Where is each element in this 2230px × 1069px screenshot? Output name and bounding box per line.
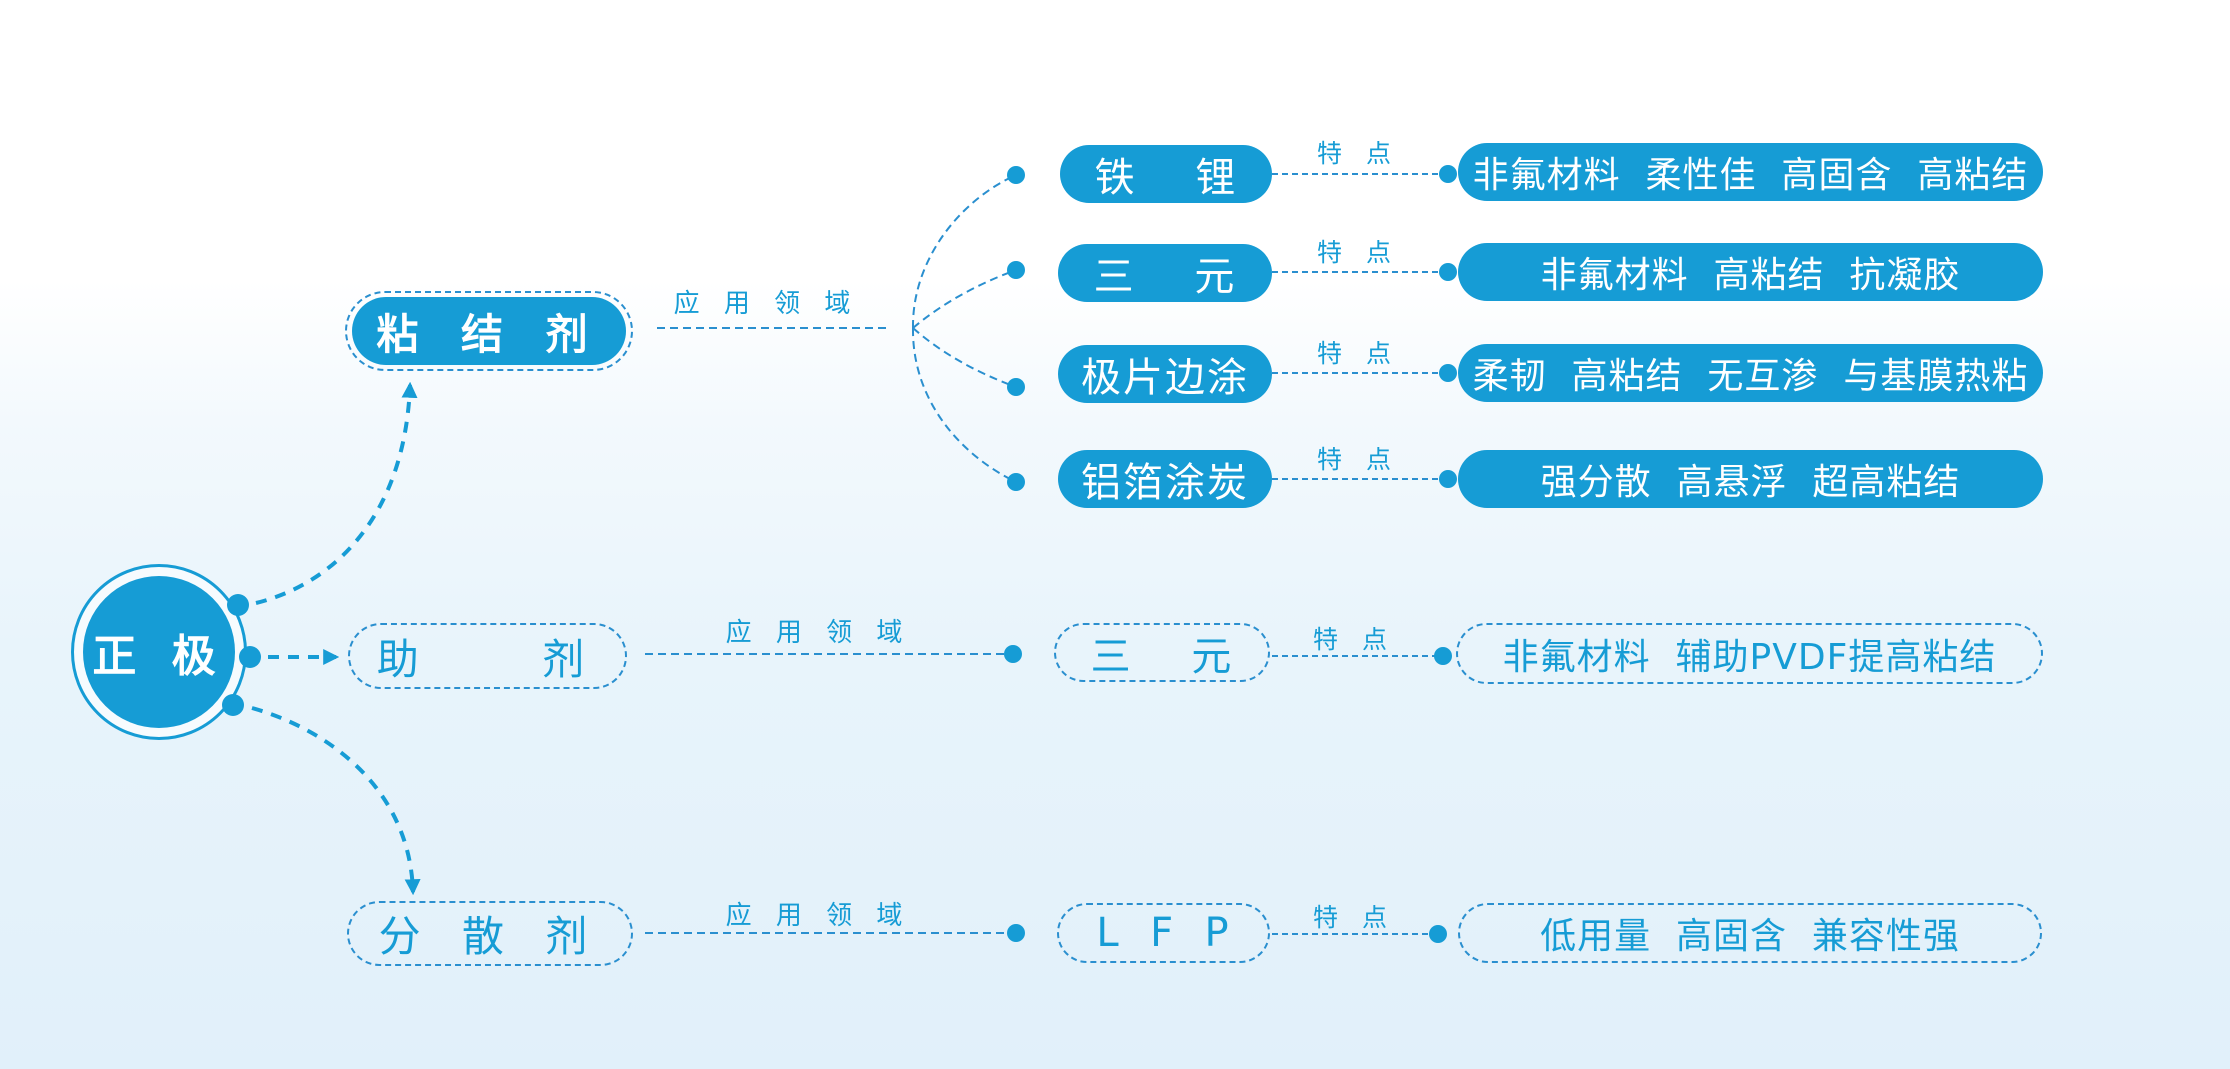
features-lfp-dispersant[interactable]: 低用量 高固含 兼容性强 bbox=[1458, 903, 2042, 963]
feature-label: 特 点 bbox=[1317, 238, 1399, 267]
fan-dot bbox=[1007, 473, 1025, 491]
feature-dot bbox=[1439, 364, 1457, 382]
application-dot bbox=[1007, 924, 1025, 942]
fan-dot bbox=[1007, 166, 1025, 184]
feature-dot bbox=[1429, 925, 1447, 943]
application-ternary-additive[interactable]: 三 元 bbox=[1054, 623, 1270, 682]
feature-dot bbox=[1439, 165, 1457, 183]
features-edge-coating[interactable]: 柔韧 高粘结 无互渗 与基膜热粘 bbox=[1458, 344, 2043, 402]
features-ternary-additive[interactable]: 非氟材料 辅助PVDF提高粘结 bbox=[1456, 623, 2043, 684]
category-additive[interactable]: 助 剂 bbox=[348, 623, 627, 689]
feature-dot bbox=[1439, 470, 1457, 488]
feature-lines bbox=[1272, 165, 1457, 943]
root-node[interactable]: 正 极 bbox=[83, 576, 235, 728]
feature-label: 特 点 bbox=[1313, 903, 1395, 932]
feature-label: 特 点 bbox=[1317, 445, 1399, 474]
application-lfp-binder[interactable]: 铁 锂 bbox=[1060, 145, 1272, 203]
binder-node-ring bbox=[345, 291, 633, 371]
root-to-dispersant-arrow bbox=[251, 706, 421, 896]
root-to-binder-arrow bbox=[255, 381, 418, 605]
application-label: 应 用 领 域 bbox=[725, 618, 911, 648]
application-label: 应 用 领 域 bbox=[673, 289, 859, 319]
fan-dot bbox=[1007, 261, 1025, 279]
application-edge-coating[interactable]: 极片边涂 bbox=[1058, 345, 1272, 403]
fan-dot bbox=[1007, 378, 1025, 396]
feature-dot bbox=[1434, 647, 1452, 665]
feature-label: 特 点 bbox=[1317, 139, 1399, 168]
feature-label: 特 点 bbox=[1313, 625, 1395, 654]
application-label: 应 用 领 域 bbox=[725, 901, 911, 931]
fan-line-2 bbox=[912, 269, 1017, 329]
category-dispersant[interactable]: 分 散 剂 bbox=[347, 901, 633, 966]
application-carbon-coated-foil[interactable]: 铝箔涂炭 bbox=[1058, 450, 1272, 508]
features-lfp-binder[interactable]: 非氟材料 柔性佳 高固含 高粘结 bbox=[1458, 143, 2043, 201]
category-binder[interactable]: 粘 结 剂 bbox=[352, 297, 626, 365]
features-ternary-binder[interactable]: 非氟材料 高粘结 抗凝胶 bbox=[1458, 243, 2043, 301]
application-lfp-dispersant[interactable]: L F P bbox=[1057, 903, 1270, 963]
application-ternary-binder[interactable]: 三 元 bbox=[1058, 244, 1272, 302]
feature-label: 特 点 bbox=[1317, 339, 1399, 368]
application-dot bbox=[1004, 645, 1022, 663]
features-carbon-coated-foil[interactable]: 强分散 高悬浮 超高粘结 bbox=[1458, 450, 2043, 508]
fan-line-1 bbox=[911, 174, 1017, 329]
fan-line-4 bbox=[911, 327, 1017, 483]
fan-line-3 bbox=[912, 327, 1017, 388]
feature-dot bbox=[1439, 263, 1457, 281]
